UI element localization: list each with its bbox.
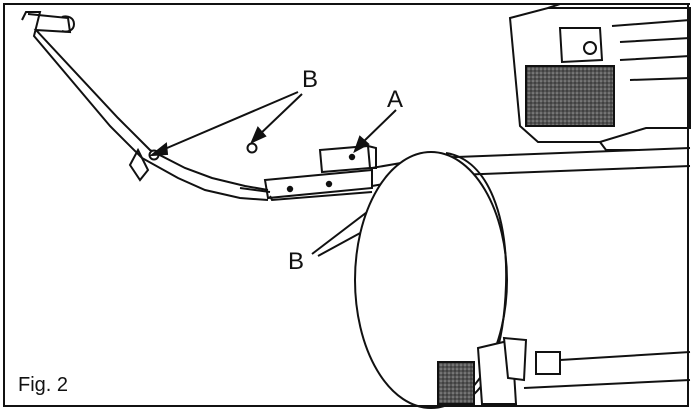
handlebar [21, 11, 269, 201]
label-b-top: B [302, 66, 319, 93]
feet [437, 336, 691, 405]
bracket-a [318, 144, 377, 174]
label-b-bottom: B [288, 248, 305, 275]
front-post [508, 3, 691, 151]
bolt-upper-right [246, 142, 258, 154]
figure-frame [3, 3, 689, 407]
label-a: A [387, 86, 404, 113]
figure-caption: Fig. 2 [18, 374, 69, 396]
